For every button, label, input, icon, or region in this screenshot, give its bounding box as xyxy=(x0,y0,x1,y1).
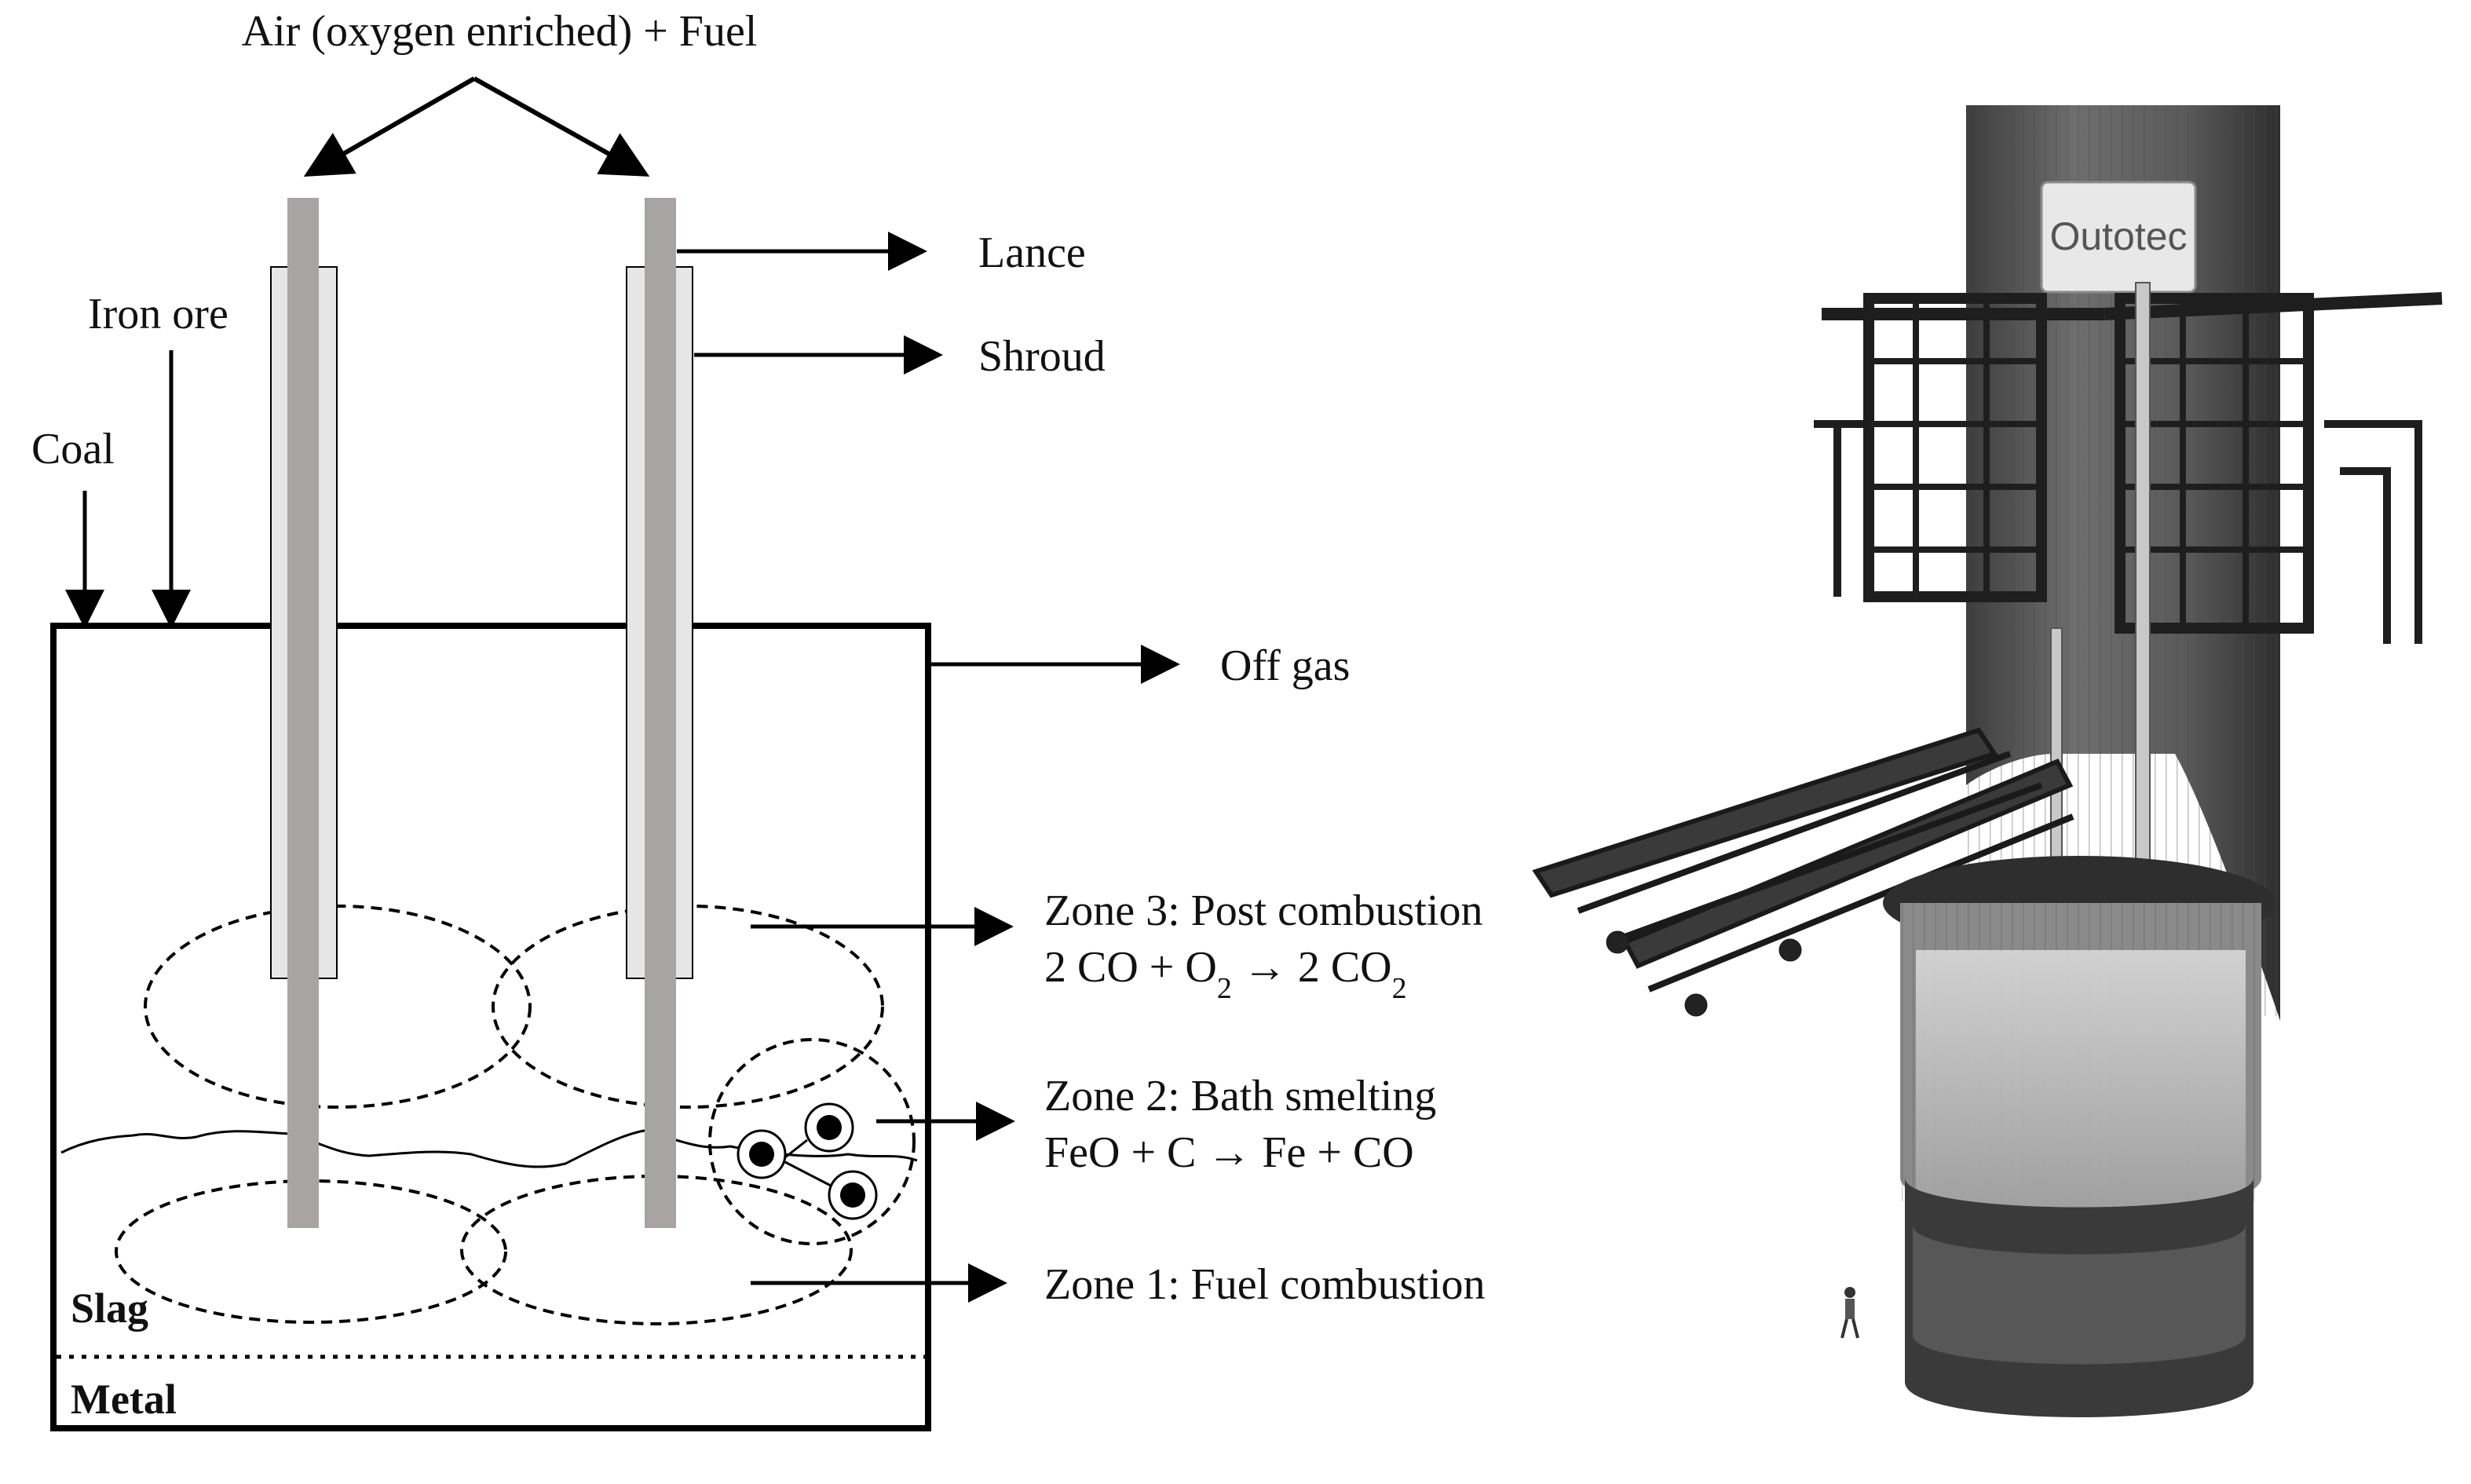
coal-label: Coal xyxy=(31,425,115,473)
outotec-logo: Outotec xyxy=(2049,214,2187,258)
lance-feed-label: Air (oxygen enriched) + Fuel xyxy=(242,7,758,56)
feed-conveyors xyxy=(1532,727,2074,1017)
lance-label: Lance xyxy=(978,228,1086,277)
slag-label: Slag xyxy=(71,1285,148,1332)
lance-left-tube xyxy=(287,198,319,1228)
furnace-schematic: Air (oxygen enriched) + Fuel Coal Iron o… xyxy=(31,7,1486,1431)
zone3-label: Zone 3: Post combustion xyxy=(1044,886,1482,935)
person-figure xyxy=(1840,1287,1859,1339)
zone3-reaction: 2 CO + O2 → 2 CO2 xyxy=(1044,943,1407,1005)
furnace-vessel xyxy=(50,623,931,1431)
plant-lance-1 xyxy=(2135,282,2151,880)
outotec-logo-plate xyxy=(2040,181,2197,294)
shroud-label: Shroud xyxy=(978,332,1106,381)
plant-illustration: Outotec xyxy=(1532,105,2443,1417)
off-gas-label: Off gas xyxy=(1220,641,1350,690)
zone2-label: Zone 2: Bath smelting xyxy=(1044,1072,1436,1120)
iron-ore-label: Iron ore xyxy=(88,290,228,338)
feed-arrow-left xyxy=(303,76,476,177)
lance-handling-frame-right xyxy=(2104,292,2443,644)
furnace-cutaway-bath xyxy=(1916,950,2246,1248)
zone2-reaction: FeO + C → Fe + CO xyxy=(1044,1128,1414,1177)
feed-arrow-right xyxy=(473,76,650,177)
furnace-hearth-panels xyxy=(1913,1225,2246,1365)
zone1-label: Zone 1: Fuel combustion xyxy=(1044,1260,1486,1309)
metal-label: Metal xyxy=(71,1376,177,1423)
lance-handling-frame-left xyxy=(1814,293,2104,602)
lance-right-tube xyxy=(645,198,676,1228)
metal-droplets xyxy=(737,1102,878,1220)
zone2-circle xyxy=(708,1038,916,1245)
zone1-ellipse-right xyxy=(460,1175,853,1325)
lance-right xyxy=(626,198,693,1228)
lance-left xyxy=(270,198,338,1228)
plant-lance-2 xyxy=(2050,627,2063,880)
